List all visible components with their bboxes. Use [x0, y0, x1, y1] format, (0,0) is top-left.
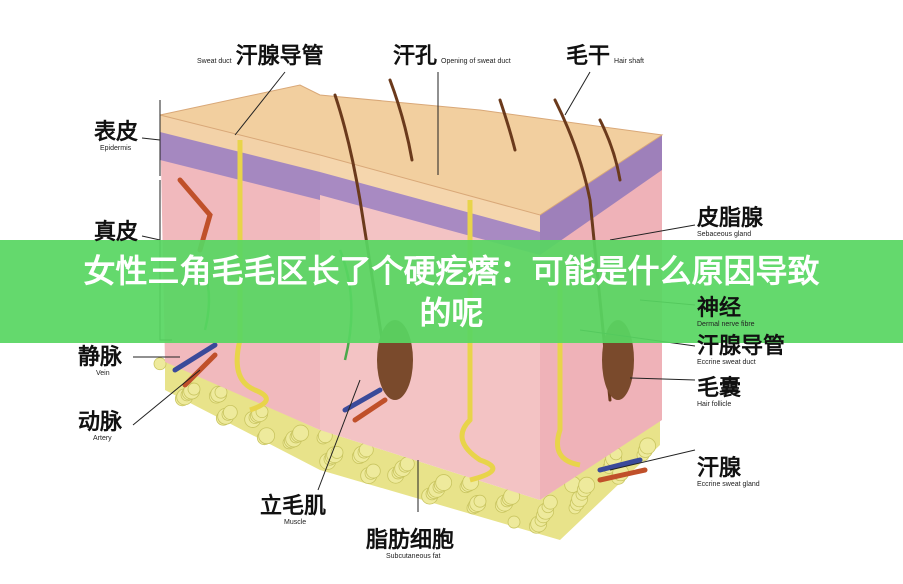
label-zh: 汗腺导管	[235, 43, 324, 69]
label-zh: 神经	[697, 295, 742, 321]
article-title: 女性三角毛毛区长了个硬疙瘩：可能是什么原因导致的呢	[83, 251, 820, 332]
fat-layer	[153, 357, 660, 540]
label-zh: 毛干	[566, 43, 611, 69]
fat-cell	[507, 515, 521, 529]
label-en: Artery	[93, 435, 112, 442]
label-zh: 汗孔	[393, 43, 438, 69]
label-en: Eccrine sweat gland	[697, 481, 760, 488]
fat-cell	[153, 357, 167, 371]
label-en: Eccrine sweat duct	[697, 359, 756, 366]
label-dermis: 真皮	[94, 220, 138, 244]
label-en: Muscle	[284, 519, 307, 526]
label-zh: 表皮	[94, 119, 139, 145]
label-en: Hair shaft	[614, 58, 644, 65]
fat-cell	[578, 476, 596, 494]
label-zh: 脂肪细胞	[366, 527, 455, 553]
hair-shafts	[333, 78, 622, 402]
label-zh: 立毛肌	[260, 493, 327, 519]
label-zh: 静脉	[78, 344, 123, 370]
label-zh: 皮脂腺	[697, 205, 764, 231]
fat-cell	[435, 474, 453, 491]
label-en: Subcutaneous fat	[386, 553, 441, 560]
fat-cell	[292, 424, 310, 442]
label-en: Sweat duct	[197, 58, 232, 65]
sweat-glands	[234, 140, 581, 483]
fat-cell	[365, 463, 381, 479]
label-zh: 汗腺导管	[697, 333, 786, 359]
label-en: Vein	[96, 370, 110, 377]
label-en: Hair follicle	[697, 401, 732, 408]
label-zh: 动脉	[78, 409, 123, 435]
label-zh: 汗腺	[697, 455, 742, 481]
label-zh: 真皮	[94, 219, 139, 245]
fat-cell	[258, 427, 276, 445]
label-en: Sebaceous gland	[697, 231, 752, 238]
label-en: Dermal nerve fibre	[697, 321, 755, 328]
leader-lines	[132, 71, 696, 512]
fat-cell	[639, 437, 657, 455]
stratum-front	[320, 155, 540, 232]
fat-cell	[222, 404, 238, 420]
fat-cell	[187, 382, 201, 396]
title-banner: 女性三角毛毛区长了个硬疙瘩：可能是什么原因导致的呢	[0, 240, 903, 343]
fat-cell	[542, 494, 558, 510]
label-en: Opening of sweat duct	[441, 58, 511, 65]
epidermis-band-side	[540, 135, 662, 255]
fat-cell	[473, 494, 487, 508]
label-zh: 毛囊	[697, 375, 742, 401]
label-en: Epidermis	[100, 145, 132, 152]
